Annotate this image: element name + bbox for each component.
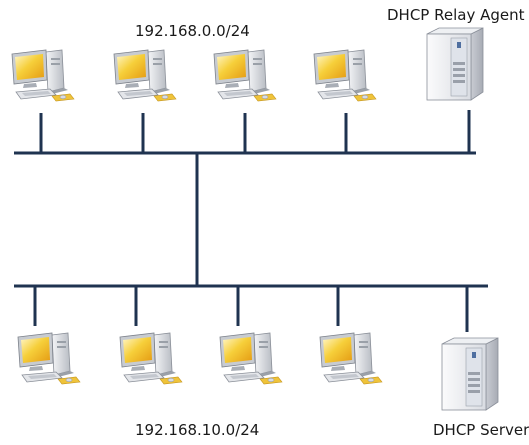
desktop-computer-icon	[113, 49, 177, 102]
desktop-computer-icon	[319, 332, 383, 385]
bottom-network-segment	[14, 284, 488, 332]
desktop-computer-icon	[119, 332, 183, 385]
desktop-computer-icon	[313, 49, 377, 102]
desktop-computer-icon	[213, 49, 277, 102]
relay-agent-label: DHCP Relay Agent	[387, 6, 525, 24]
desktop-computer-icon	[219, 332, 283, 385]
server-tower-icon	[441, 337, 499, 411]
top-network-segment	[14, 110, 476, 155]
dhcp-server-label: DHCP Server	[433, 421, 529, 439]
desktop-computer-icon	[17, 332, 81, 385]
bottom-subnet-label: 192.168.10.0/24	[135, 421, 260, 439]
top-subnet-label: 192.168.0.0/24	[135, 22, 250, 40]
server-tower-icon	[426, 27, 484, 101]
desktop-computer-icon	[11, 49, 75, 102]
